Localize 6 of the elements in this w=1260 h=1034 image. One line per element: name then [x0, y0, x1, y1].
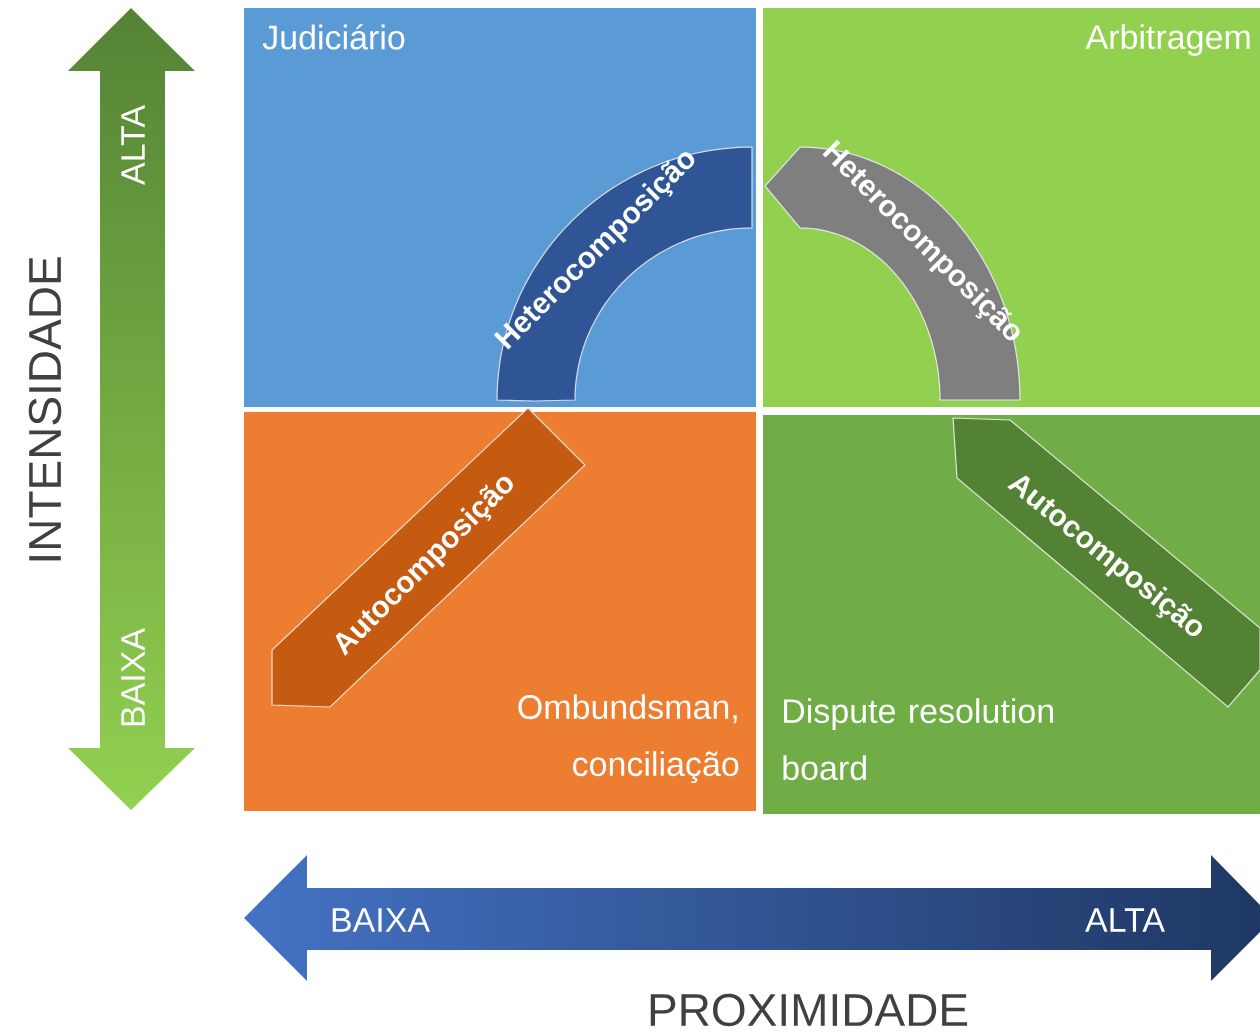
axis-label: BAIXA — [332, 908, 431, 932]
axis-label: ALTA — [1085, 908, 1165, 932]
axis-label: ALTA — [121, 105, 145, 185]
axis-label: BAIXA — [121, 628, 145, 726]
axis-label: PROXIMIDADE — [650, 993, 968, 1027]
axis-label: INTENSIDADE — [28, 257, 62, 561]
